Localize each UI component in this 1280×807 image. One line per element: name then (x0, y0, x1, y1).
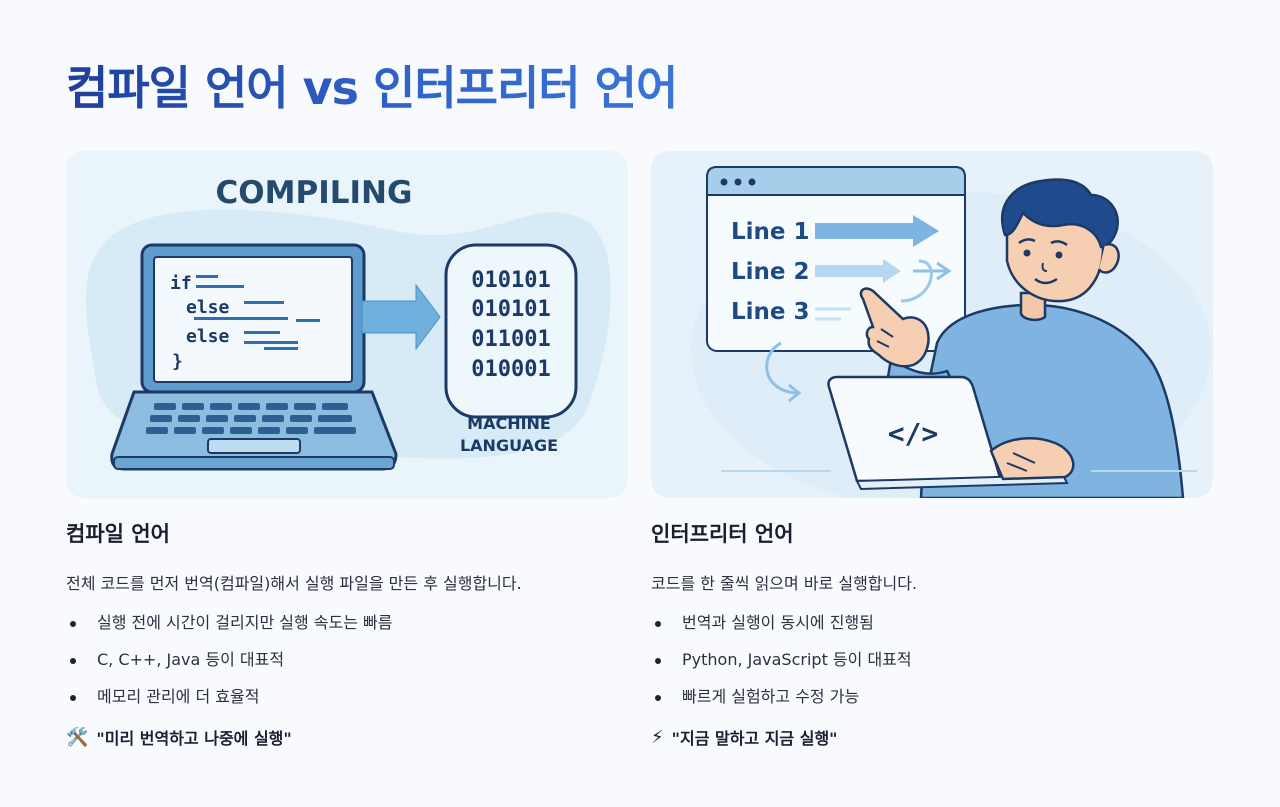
interpreted-heading: 인터프리터 언어 (651, 522, 794, 546)
compiled-description: 전체 코드를 먼저 번역(컴파일)해서 실행 파일을 만든 후 실행합니다. (66, 574, 522, 593)
line-2-label: Line 2 (731, 259, 810, 285)
compiling-heading: COMPILING (216, 175, 413, 211)
machine-language-label-2: LANGUAGE (460, 436, 558, 455)
binary-line-4: 010001 (471, 357, 550, 382)
list-item: C, C++, Java 등이 대표적 (66, 645, 646, 682)
list-item: 빠르게 실험하고 수정 가능 (651, 682, 1231, 719)
code-line-else-2: else (186, 326, 230, 347)
line-1-label: Line 1 (731, 219, 810, 245)
tools-icon: 🛠️ (66, 726, 89, 748)
binary-line-1: 010101 (471, 268, 550, 293)
binary-line-2: 010101 (471, 297, 550, 322)
bullet-dot (70, 695, 76, 701)
bullet-dot (70, 621, 76, 627)
code-symbol: </> (888, 417, 939, 450)
code-window (706, 166, 966, 352)
bullet-dot (655, 658, 661, 664)
compiled-heading: 컴파일 언어 (66, 522, 170, 546)
bullet-dot (655, 621, 661, 627)
bullet-dot (655, 695, 661, 701)
code-line-close: } (172, 351, 183, 372)
laptop-icon (827, 375, 1069, 491)
list-item: 실행 전에 시간이 걸리지만 실행 속도는 빠름 (66, 608, 646, 645)
line-3-label: Line 3 (731, 299, 810, 325)
binary-line-3: 011001 (471, 327, 550, 352)
laptop-icon (110, 243, 398, 471)
compiled-language-section: 컴파일 언어 전체 코드를 먼저 번역(컴파일)해서 실행 파일을 만든 후 실… (66, 518, 646, 749)
interpreted-motto: ⚡ "지금 말하고 지금 실행" (651, 725, 1231, 749)
interpreted-language-section: 인터프리터 언어 코드를 한 줄씩 읽으며 바로 실행합니다. 번역과 실행이 … (651, 518, 1231, 749)
list-item: Python, JavaScript 등이 대표적 (651, 645, 1231, 682)
machine-language-label-1: MACHINE (467, 414, 551, 433)
lightning-icon: ⚡ (651, 726, 664, 748)
code-line-else-1: else (186, 297, 230, 318)
bullet-dot (70, 658, 76, 664)
page-title: 컴파일 언어 vs 인터프리터 언어 (66, 52, 678, 118)
code-line-if: if (170, 273, 192, 294)
list-item: 메모리 관리에 더 효율적 (66, 682, 646, 719)
compiled-motto-text: "미리 번역하고 나중에 실행" (96, 729, 292, 748)
compiled-motto: 🛠️ "미리 번역하고 나중에 실행" (66, 725, 646, 749)
interpreted-bullet-list: 번역과 실행이 동시에 진행됨 Python, JavaScript 등이 대표… (651, 608, 1231, 719)
interpreting-illustration: Line 1 Line 2 Line 3 (651, 151, 1213, 498)
interpreted-description: 코드를 한 줄씩 읽으며 바로 실행합니다. (651, 574, 918, 593)
compiling-illustration: COMPILING if else else } 010101 010101 (66, 151, 628, 498)
interpreted-motto-text: "지금 말하고 지금 실행" (671, 729, 838, 748)
loop-arrow-icon (765, 341, 802, 403)
compiled-bullet-list: 실행 전에 시간이 걸리지만 실행 속도는 빠름 C, C++, Java 등이… (66, 608, 646, 719)
arrow-right-icon (361, 283, 441, 351)
list-item: 번역과 실행이 동시에 진행됨 (651, 608, 1231, 645)
